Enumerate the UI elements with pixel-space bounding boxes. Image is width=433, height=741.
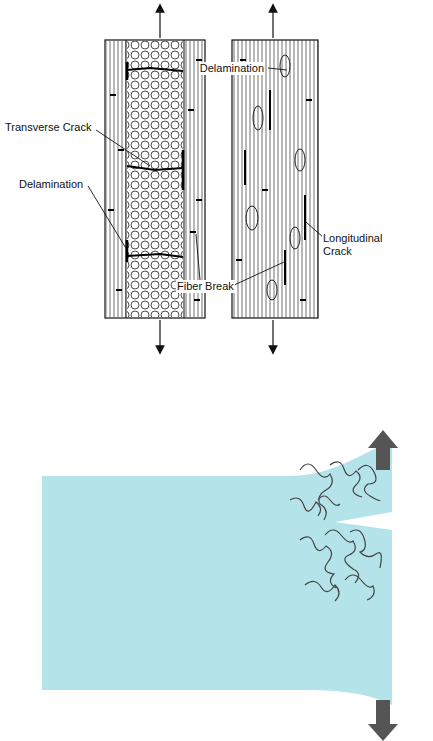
polymer-specimen [42,430,398,741]
part-label: Longitudinal Crack [322,232,404,258]
part-label: Fiber Break [176,280,235,293]
cross-ply-specimen [105,8,205,350]
leader-lines [88,68,324,286]
part-label: Delamination [18,178,84,191]
part-label: Transverse Crack [4,121,92,134]
angle-ply-specimen [232,8,318,350]
part-label: Delamination [199,62,265,75]
polymer-chains [290,462,381,601]
